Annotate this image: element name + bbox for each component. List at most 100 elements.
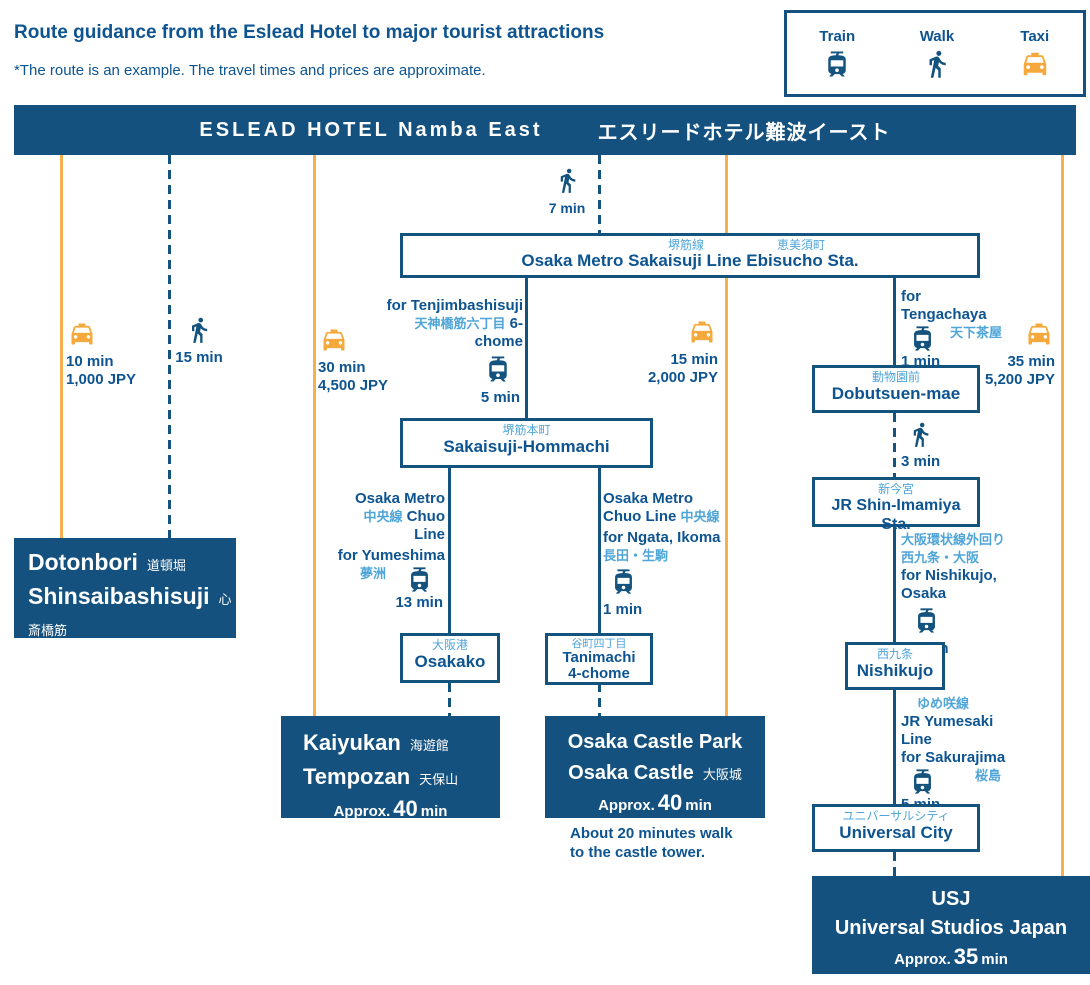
train-icon xyxy=(483,354,513,384)
taxi-icon xyxy=(1023,320,1055,348)
segment-taxi-to-kaiyukan: 30 min 4,500 JPY xyxy=(318,326,398,395)
castle-walk-note: About 20 minutes walk to the castle towe… xyxy=(570,825,733,861)
destination-name-jp: 道頓堀 xyxy=(146,558,186,573)
station-name-line1: Tanimachi xyxy=(562,649,636,666)
segment-operator: Osaka Metro xyxy=(603,490,694,507)
destination-name: Dotonbori xyxy=(28,549,138,575)
station-name-jp: 恵美須町 xyxy=(776,238,826,252)
segment-walk-to-dotonbori: 15 min xyxy=(174,316,224,367)
taxi-icon xyxy=(1019,49,1051,79)
segment-direction: for Sakurajima xyxy=(901,749,1006,766)
segment-time: 30 min xyxy=(318,359,366,376)
station-name-jp: 谷町四丁目 xyxy=(571,638,627,650)
train-icon xyxy=(405,565,434,594)
destination-name: Tempozan xyxy=(303,764,411,789)
segment-time: 5 min xyxy=(480,389,520,406)
station-tanimachi-4chome: 谷町四丁目 Tanimachi 4-chome xyxy=(545,633,653,685)
destination-name-jp: 海遊館 xyxy=(409,738,449,753)
destination-name: Kaiyukan xyxy=(303,730,401,755)
legend-taxi: Taxi xyxy=(1019,28,1051,79)
segment-time: 13 min xyxy=(395,594,443,611)
segment-time: 7 min xyxy=(548,200,586,216)
route-line-taxi-kaiyukan xyxy=(313,155,316,716)
station-name: Sakaisuji-Hommachi xyxy=(443,437,610,456)
segment-taxi-to-castle: 15 min 2,000 JPY xyxy=(640,318,718,387)
segment-time: 15 min xyxy=(670,351,718,368)
route-line-train-universal-city xyxy=(893,690,896,804)
route-line-walk-castle xyxy=(598,683,601,716)
train-icon xyxy=(609,567,638,596)
segment-fare: 2,000 JPY xyxy=(647,369,718,386)
segment-time: 15 min xyxy=(175,349,223,366)
route-line-train-nishikujo xyxy=(893,527,896,642)
route-line-train-osakako xyxy=(448,468,451,633)
segment-line-jp: ゆめ咲線 xyxy=(917,696,970,711)
station-name-jp: 新今宮 xyxy=(877,482,914,496)
train-icon xyxy=(912,606,941,635)
destination-name-jp: 天保山 xyxy=(419,772,459,787)
station-shin-imamiya: 新今宮 JR Shin-Imamiya Sta. xyxy=(812,477,980,533)
segment-train-to-nishikujo: 大阪環状線外回り 西九条・大阪 for Nishikujo, Osaka 10 … xyxy=(901,531,1046,658)
segment-fare: 5,200 JPY xyxy=(984,371,1055,388)
segment-taxi-to-dotonbori: 10 min 1,000 JPY xyxy=(66,320,146,389)
taxi-icon xyxy=(66,320,98,348)
destination-name: Osaka Castle Park xyxy=(567,731,743,753)
legend: Train Walk Taxi xyxy=(784,10,1086,97)
station-name-jp: 堺筋本町 xyxy=(502,423,551,437)
train-icon xyxy=(822,49,852,79)
segment-train-to-tanimachi: Osaka Metro Chuo Line 中央線 for Ngata, Iko… xyxy=(603,490,723,619)
segment-direction: for Ngata, Ikoma xyxy=(603,529,721,546)
walk-icon xyxy=(554,167,581,194)
station-name: JR Shin-Imamiya Sta. xyxy=(831,497,961,533)
destination-name: Shinsaibashisuji xyxy=(28,583,210,609)
segment-direction: for Nishikujo, Osaka xyxy=(901,567,997,602)
segment-line-jp1: 大阪環状線外回り xyxy=(901,532,1006,547)
legend-train: Train xyxy=(819,28,855,79)
train-icon xyxy=(908,324,937,353)
legend-walk: Walk xyxy=(920,28,954,79)
taxi-icon xyxy=(686,318,718,346)
station-sakaisuji-hommachi: 堺筋本町 Sakaisuji-Hommachi xyxy=(400,418,653,468)
segment-fare: 1,000 JPY xyxy=(66,371,137,388)
station-dobutsuen-mae: 動物園前 Dobutsuen-mae xyxy=(812,365,980,413)
station-name: Osakako xyxy=(414,652,486,671)
segment-line: Chuo Line xyxy=(406,508,445,543)
taxi-icon xyxy=(318,326,350,354)
legend-walk-label: Walk xyxy=(919,28,955,45)
segment-train-to-sakaisuji-hommachi: for Tenjimbashisuji 天神橋筋六丁目 6-chome 5 mi… xyxy=(378,297,523,407)
station-name-jp: 西九条 xyxy=(876,647,913,661)
page-disclaimer: *The route is an example. The travel tim… xyxy=(14,62,486,79)
station-name-jp: 大阪港 xyxy=(431,638,468,652)
train-icon xyxy=(908,767,937,796)
route-line-walk-kaiyukan xyxy=(448,683,451,716)
route-line-walk-dotonbori xyxy=(168,155,171,538)
destination-name: USJ xyxy=(931,888,971,910)
walk-icon xyxy=(907,421,934,448)
segment-direction: for Tengachaya xyxy=(901,288,987,323)
station-name-jp: 動物園前 xyxy=(871,370,920,384)
segment-direction-jp: 桜島 xyxy=(974,768,1001,783)
walk-icon xyxy=(922,49,952,79)
segment-direction: for Yumeshima xyxy=(337,547,445,564)
walk-icon xyxy=(185,316,213,344)
route-line-train-tanimachi xyxy=(598,468,601,633)
station-nishikujo: 西九条 Nishikujo xyxy=(845,642,945,690)
segment-direction: for Tenjimbashisuji xyxy=(386,297,523,314)
destination-name: Osaka Castle xyxy=(568,762,694,784)
route-line-taxi-dotonbori xyxy=(60,155,63,538)
segment-time: 35 min xyxy=(1007,353,1055,370)
segment-train-to-universal-city: ゆめ咲線 JR Yumesaki Line for Sakurajima 桜島 … xyxy=(901,695,1015,814)
hotel-banner: ESLEAD HOTEL Namba East エスリードホテル難波イースト xyxy=(14,105,1076,155)
segment-operator: Osaka Metro xyxy=(354,490,445,507)
route-line-walk-usj xyxy=(893,852,896,876)
segment-direction-jp: 天神橋筋六丁目 6-chome xyxy=(414,315,523,350)
segment-train-to-osakako: Osaka Metro 中央線 Chuo Line for Yumeshima … xyxy=(330,490,445,612)
segment-walk-to-shin-imamiya: 3 min xyxy=(901,421,947,471)
